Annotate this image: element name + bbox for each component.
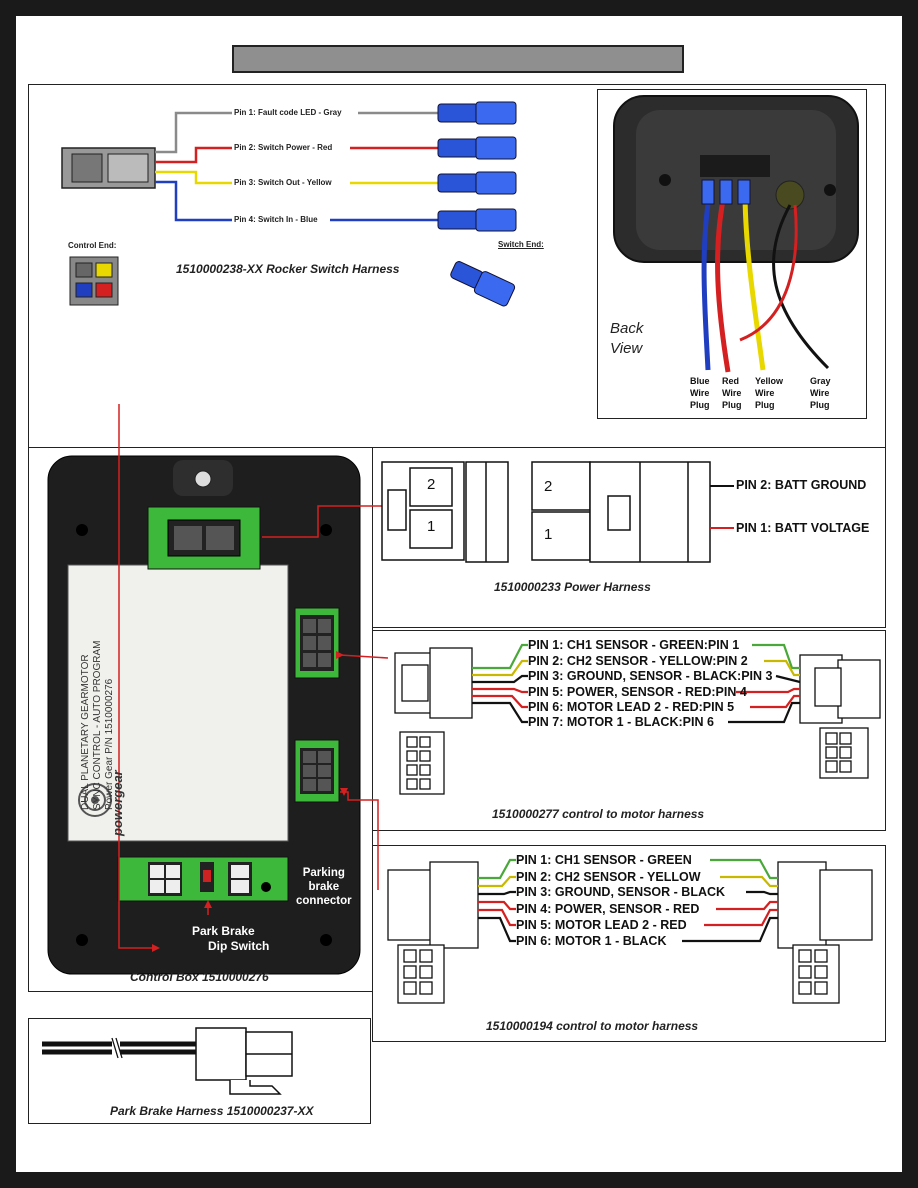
back-view-plugs xyxy=(701,179,751,205)
back-view-housing xyxy=(613,95,859,263)
h277-caption: 1510000277 control to motor harness xyxy=(492,807,705,821)
h277-pin-row: PIN 3: GROUND, SENSOR - BLACK:PIN 3 xyxy=(528,669,773,683)
power-right-num-2: 2 xyxy=(544,478,553,495)
powergear-logo: powergear xyxy=(110,770,125,836)
h277-pin-row: PIN 6: MOTOR LEAD 2 - RED:PIN 5 xyxy=(528,700,735,714)
power-socket xyxy=(147,506,261,570)
power-left-num-2: 2 xyxy=(427,476,436,493)
control-box-body xyxy=(47,455,361,975)
power-left-num-1: 1 xyxy=(427,518,436,535)
park-brake-cable xyxy=(42,1037,196,1059)
power-wires xyxy=(710,485,734,529)
back-view-title-1: Back xyxy=(610,320,644,337)
rocker-pin2-label: Pin 2: Switch Power - Red xyxy=(234,143,333,152)
parking-brake-socket xyxy=(117,856,289,902)
h277-conn-right xyxy=(799,654,881,779)
h194-pin-row: PIN 3: GROUND, SENSOR - BLACK xyxy=(516,885,726,899)
power-pin1-label: PIN 1: BATT VOLTAGE xyxy=(736,521,870,535)
h277-pin-row: PIN 1: CH1 SENSOR - GREEN:PIN 1 xyxy=(528,638,740,652)
switch-end-icon xyxy=(450,261,516,307)
rocker-pin4-label: Pin 4: Switch In - Blue xyxy=(234,215,318,224)
h277-pin-row: PIN 2: CH2 SENSOR - YELLOW:PIN 2 xyxy=(528,654,748,668)
title-bar xyxy=(232,45,684,73)
control-box-caption: Control Box 1510000276 xyxy=(130,970,269,984)
rocker-pin1-label: Pin 1: Fault code LED - Gray xyxy=(234,108,342,117)
h194-pin-row: PIN 5: MOTOR LEAD 2 - RED xyxy=(516,918,687,932)
power-connector-right xyxy=(531,461,711,563)
h194-conn-right xyxy=(777,861,873,1004)
h277-pin-row: PIN 5: POWER, SENSOR - RED:PIN 4 xyxy=(528,685,747,699)
h194-pin-row: PIN 1: CH1 SENSOR - GREEN xyxy=(516,853,692,867)
park-brake-connector xyxy=(195,1027,293,1095)
motor2-socket xyxy=(294,607,340,679)
parking-brake-connector-label: Parking brake connector xyxy=(296,867,352,907)
logo-mark xyxy=(78,783,112,817)
switch-end-label: Switch End: xyxy=(498,240,544,249)
power-pin2-label: PIN 2: BATT GROUND xyxy=(736,478,867,492)
park-brake-dip-switch-label: Park Brake Dip Switch xyxy=(192,924,270,953)
rocker-connector xyxy=(61,147,156,189)
h194-wires xyxy=(478,858,778,943)
rocker-wires xyxy=(155,111,440,222)
back-view-wires xyxy=(701,189,830,373)
park-brake-caption: Park Brake Harness 1510000237-XX xyxy=(110,1104,314,1118)
motor1-socket xyxy=(294,739,340,803)
control-end-icon xyxy=(69,256,119,306)
power-right-num-1: 1 xyxy=(544,526,553,543)
h194-pin-row: PIN 6: MOTOR 1 - BLACK xyxy=(516,934,667,948)
rocker-terminals xyxy=(437,101,517,232)
h277-conn-left xyxy=(394,647,473,795)
power-caption: 1510000233 Power Harness xyxy=(494,580,651,594)
control-end-label: Control End: xyxy=(68,241,117,250)
rocker-caption: 1510000238-XX Rocker Switch Harness xyxy=(176,262,400,276)
h194-caption: 1510000194 control to motor harness xyxy=(486,1019,699,1033)
h194-pin-row: PIN 2: CH2 SENSOR - YELLOW xyxy=(516,870,701,884)
back-view-title-2: View xyxy=(610,340,643,357)
h277-pin-row: PIN 7: MOTOR 1 - BLACK:PIN 6 xyxy=(528,715,714,729)
h277-wires xyxy=(472,643,801,724)
h194-pin-row: PIN 4: POWER, SENSOR - RED xyxy=(516,902,700,916)
red-arrowheads xyxy=(152,651,348,952)
h194-conn-left xyxy=(387,861,479,1004)
rocker-pin3-label: Pin 3: Switch Out - Yellow xyxy=(234,178,332,187)
power-connector-left xyxy=(381,461,509,563)
